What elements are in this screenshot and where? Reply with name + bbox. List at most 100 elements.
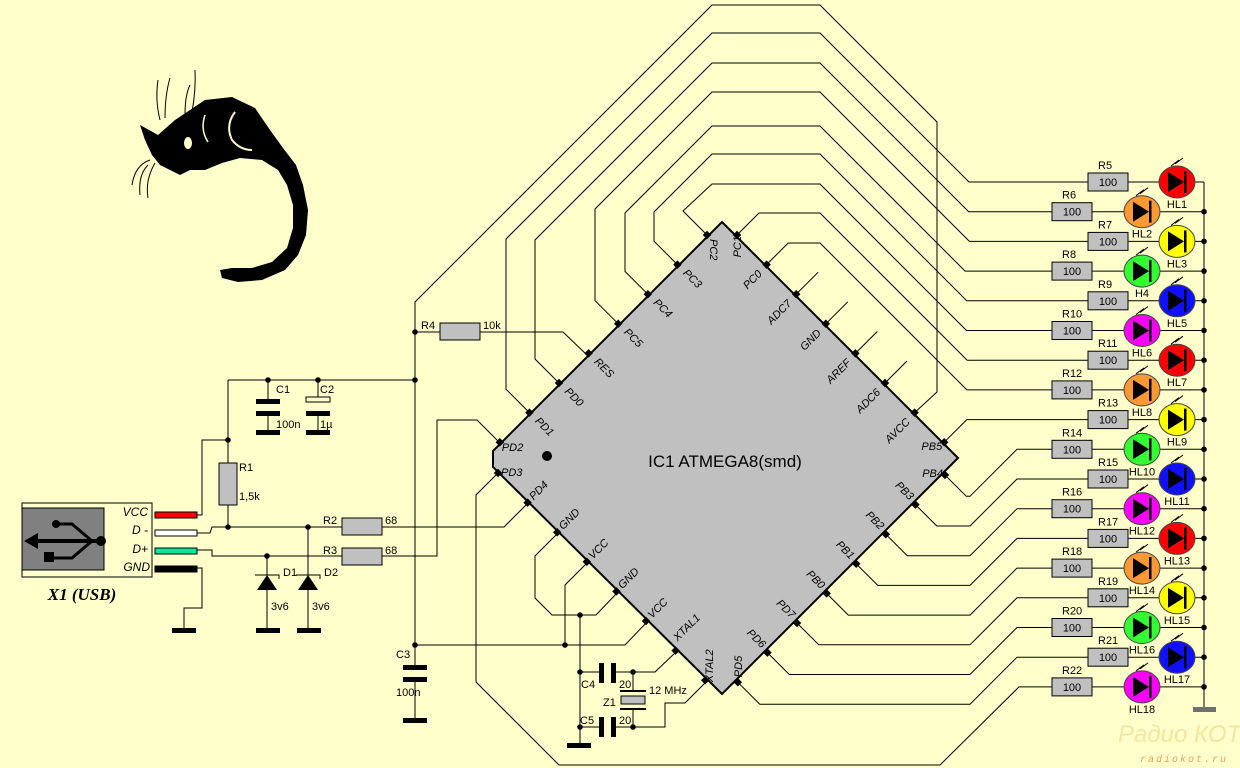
resistor-ref: R21 (1098, 635, 1118, 647)
light-arrow-icon (1135, 189, 1145, 197)
capacitor-c3: C3 100n (396, 649, 427, 699)
pin-label-pc2: PC2 (707, 239, 719, 260)
resistor-value: 100 (1063, 563, 1081, 575)
resistor-ref: R8 (1062, 249, 1076, 261)
ground-icon (1193, 707, 1216, 712)
c3-ref: C3 (396, 649, 410, 661)
junction-dot (412, 642, 418, 648)
r1-value: 1,5k (239, 491, 260, 503)
pin-marker (822, 589, 831, 598)
resistor-body (1051, 321, 1093, 340)
diode-icon (1133, 261, 1149, 282)
pin-label-pd2: PD2 (502, 442, 523, 454)
d1-value: 3v6 (271, 601, 289, 613)
pin-label-pd3: PD3 (501, 467, 523, 479)
pin-route-wire (737, 656, 1088, 705)
led-ref: HL1 (1167, 199, 1187, 211)
resistor-value: 100 (1063, 444, 1081, 456)
unconnected-stub (825, 301, 849, 325)
pin-route-wire (826, 567, 1052, 616)
pin-marker (791, 289, 801, 299)
resistor-body (1051, 677, 1093, 697)
resistor-ref: R22 (1062, 665, 1082, 677)
resistor-body (1087, 410, 1129, 430)
pin-route-wire (534, 62, 1052, 384)
pin-marker (733, 677, 743, 687)
resistor-body (1087, 231, 1129, 251)
pin1-marker (542, 451, 552, 461)
resistor-value: 100 (1063, 682, 1081, 694)
led-ref: HL15 (1164, 615, 1190, 627)
resistor-r1: R1 1,5k (218, 462, 260, 506)
pin-marker (792, 618, 802, 628)
resistor-body (1051, 202, 1093, 222)
diode-icon (1168, 231, 1184, 252)
junction-dot (630, 724, 636, 730)
watermark: Радио КОТ radiokot.ru (1118, 721, 1240, 766)
r3-value: 68 (385, 545, 397, 557)
pin-marker (554, 378, 564, 388)
usb-icon (24, 520, 106, 562)
zener-d1: D1 3v6 (255, 567, 297, 613)
pin-marker (911, 500, 920, 509)
resistor-value: 100 (1099, 415, 1117, 427)
unconnected-stub (795, 271, 819, 295)
r4-ref: R4 (421, 320, 435, 332)
led-ref: HL3 (1167, 258, 1187, 270)
usb-pin-label-vcc: VCC (123, 505, 149, 519)
diode-icon (1133, 439, 1149, 460)
resistor-ref: R18 (1062, 546, 1082, 558)
c1-ref: C1 (276, 384, 290, 396)
resistor-r3: R3 68 (323, 545, 397, 566)
resistor-ref: R14 (1062, 427, 1082, 439)
resistor-value: 100 (1063, 623, 1081, 635)
pin-marker (881, 529, 891, 539)
watermark-url: radiokot.ru (1140, 754, 1228, 766)
pin-route-wire (505, 32, 1088, 413)
junction-dot (577, 669, 583, 675)
z1-value: 12 MHz (649, 685, 687, 697)
light-arrow-icon (1170, 634, 1180, 642)
pin-marker (643, 289, 653, 299)
led-ref: HL14 (1129, 585, 1155, 597)
resistor-body (1087, 291, 1129, 311)
resistor-ref: R6 (1062, 190, 1076, 202)
resistor-value: 100 (1063, 326, 1081, 338)
z1-ref: Z1 (603, 697, 616, 709)
pin-marker (762, 260, 771, 269)
pin-marker (851, 349, 860, 358)
junction-dot (577, 724, 583, 730)
resistor-body (1051, 499, 1093, 519)
resistor-body (1087, 469, 1129, 489)
light-arrow-icon (1170, 516, 1180, 523)
light-arrow-icon (1170, 159, 1180, 167)
light-arrow-icon (1170, 575, 1180, 583)
junction-dot (265, 377, 271, 383)
resistor-r4: R4 10k (421, 320, 501, 341)
resistor-body (1087, 350, 1129, 370)
resistor-ref: R5 (1098, 160, 1112, 172)
c2-value: 1µ (320, 419, 333, 431)
light-arrow-icon (1135, 545, 1145, 553)
ic1-atmega8: IC1 ATMEGA8(smd) PC2PC3PC4PC5RESPD0PD1PD… (492, 220, 960, 696)
pin-marker (671, 646, 680, 655)
diode-icon (1168, 587, 1184, 608)
diode-icon (1168, 647, 1184, 668)
led-ref: H4 (1135, 288, 1149, 300)
r3-ref: R3 (323, 545, 337, 557)
crystal-z1: Z1 12 MHz (603, 685, 687, 710)
pin-marker (910, 408, 919, 417)
junction-dot (305, 524, 311, 530)
led-routing-wires (414, 4, 1088, 766)
junction-dot (225, 524, 231, 530)
pin-route-wire (414, 4, 938, 413)
pin-marker (939, 437, 949, 447)
pin-label-pb4: PB4 (922, 468, 943, 480)
usb-dminus-pin (154, 529, 198, 537)
pin-route-wire (559, 686, 1052, 766)
